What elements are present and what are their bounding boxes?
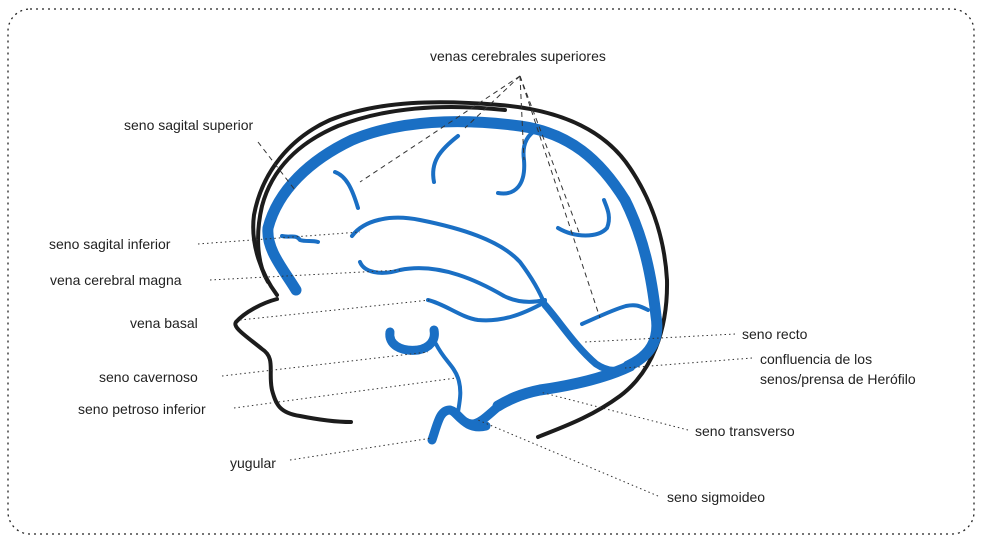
yugular-vein	[449, 407, 491, 432]
labels: venas cerebrales superiores seno sagital…	[49, 48, 916, 505]
label-confluencia-line1: confluencia de los	[760, 351, 872, 367]
veins	[262, 116, 663, 445]
vena-cerebral-superior-5	[580, 303, 650, 326]
vena-cerebral-superior-3	[496, 128, 538, 196]
leader-sup-2	[464, 75, 521, 129]
seno-sagital-inferior-vein	[350, 215, 547, 307]
diagram-frame	[7, 8, 975, 535]
skull-outline-inner-stroke	[256, 105, 507, 284]
label-seno-recto: seno recto	[742, 326, 808, 342]
leader-seno-cavernoso	[221, 351, 429, 377]
label-seno-sigmoideo: seno sigmoideo	[667, 489, 765, 505]
seno-petroso-inferior-vein	[434, 342, 463, 414]
leader-vena-basal	[239, 299, 431, 321]
leader-seno-petroso-inferior	[233, 377, 457, 409]
head-outline	[233, 100, 670, 439]
leader-vena-cerebral-magna	[209, 269, 401, 281]
seno-recto-vein	[541, 301, 632, 374]
vena-frontal-small	[280, 234, 320, 244]
seno-transverso-vein	[492, 360, 636, 412]
leader-seno-sagital-inferior	[197, 231, 361, 245]
vena-cerebral-superior-4	[556, 198, 611, 238]
face-outline	[233, 297, 353, 424]
leader-lines	[197, 75, 753, 497]
leader-confluencia	[624, 357, 753, 369]
vena-cerebral-superior-2	[431, 134, 460, 184]
seno-cavernoso-vein	[385, 325, 439, 355]
label-seno-transverso: seno transverso	[695, 423, 795, 439]
leader-yugular	[289, 437, 433, 461]
leader-seno-sigmoideo	[477, 419, 659, 497]
leader-seno-sagital-superior	[257, 141, 296, 191]
label-yugular: yugular	[230, 455, 276, 471]
leader-sup-4	[519, 75, 581, 236]
label-seno-sagital-superior: seno sagital superior	[124, 117, 254, 133]
vena-cerebral-magna-vein	[358, 260, 547, 304]
vena-basal-vein	[426, 298, 547, 323]
leader-sup-1	[359, 75, 521, 183]
label-vena-cerebral-magna: vena cerebral magna	[50, 272, 182, 288]
seno-sagital-superior-vein	[262, 116, 663, 372]
label-confluencia-line2: senos/prensa de Herófilo	[760, 371, 916, 387]
skull-outline	[251, 100, 670, 439]
label-seno-cavernoso: seno cavernoso	[99, 369, 198, 385]
label-vena-basal: vena basal	[130, 315, 198, 331]
label-venas-cerebrales-superiores: venas cerebrales superiores	[430, 48, 606, 64]
label-seno-sagital-inferior: seno sagital inferior	[49, 236, 171, 252]
leader-seno-transverso	[539, 391, 689, 431]
leader-sup-5	[519, 75, 601, 319]
label-seno-petroso-inferior: seno petroso inferior	[78, 401, 206, 417]
vena-cerebral-superior-1	[333, 170, 360, 210]
